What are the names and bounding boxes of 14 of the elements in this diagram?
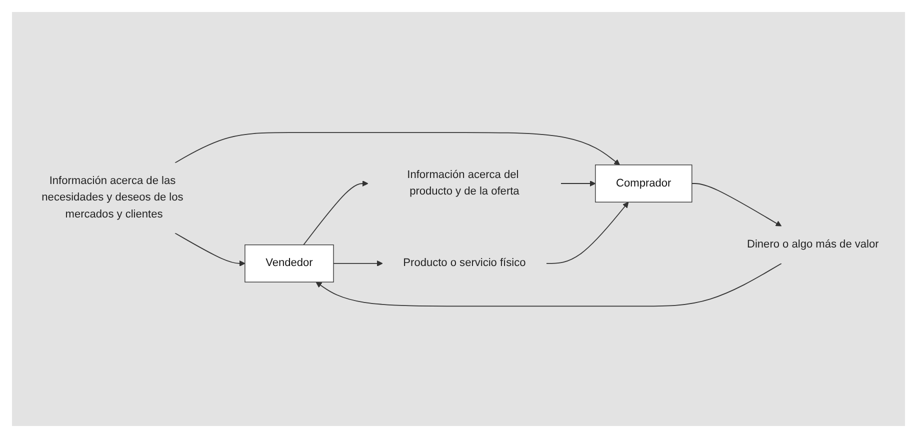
node-text: Producto o servicio físico [403, 256, 526, 269]
arrow [333, 260, 383, 266]
node-text: Dinero o algo más de valor [747, 238, 879, 250]
arrow [691, 182, 782, 226]
arrow [560, 180, 596, 186]
node-box: Vendedor [244, 244, 334, 282]
arrow [316, 262, 782, 306]
arrow [174, 232, 246, 266]
node-text: Información acerca del producto y de la oferta [407, 168, 520, 197]
arrow [174, 132, 620, 165]
node-text: Información acerca de las necesidades y deseos de los mercados y clientes [42, 174, 184, 220]
arrow [546, 202, 629, 264]
arrow [303, 180, 368, 245]
node-box: Comprador [595, 164, 692, 202]
